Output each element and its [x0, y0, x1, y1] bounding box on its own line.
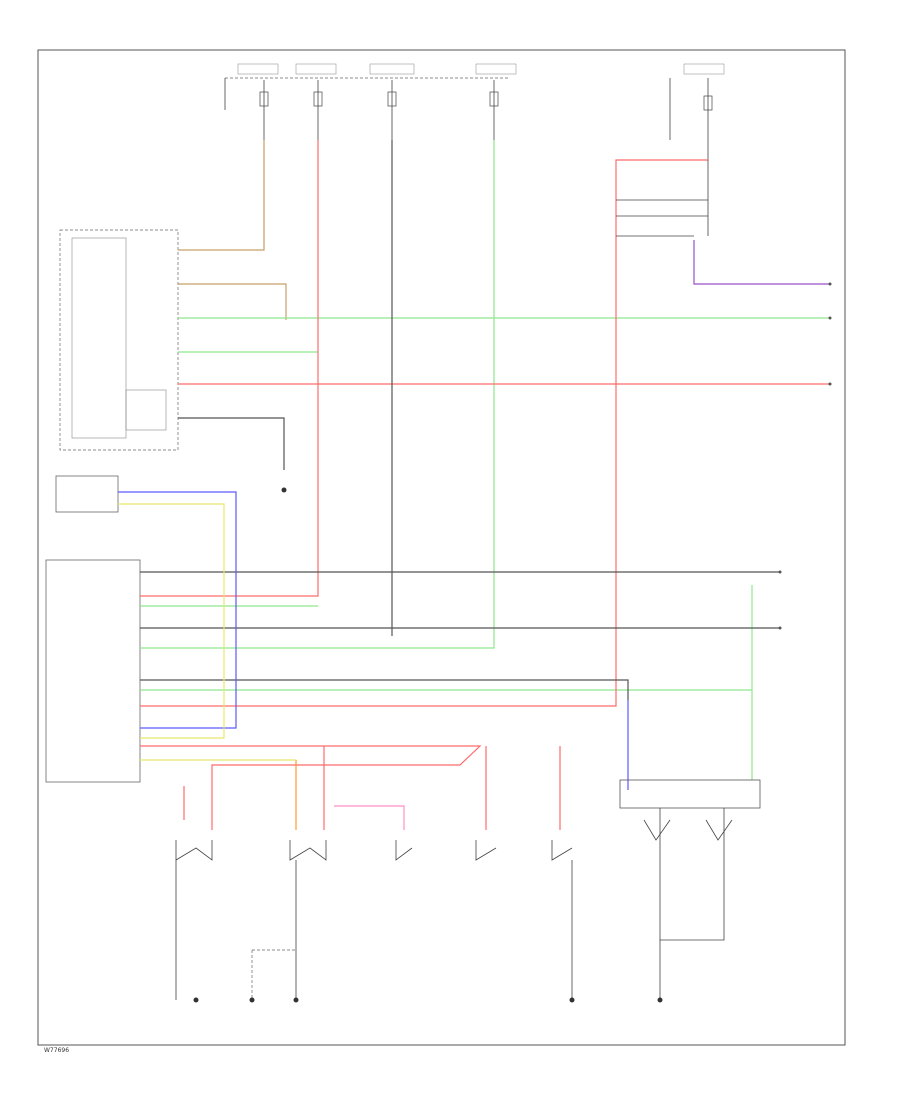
- wire-tan: [178, 140, 287, 320]
- smart-key-module: [59, 229, 179, 451]
- ground-icon: [249, 997, 255, 1003]
- switch-2: [251, 840, 327, 1000]
- ground-icon: [293, 997, 299, 1003]
- ground-icon: [657, 997, 663, 1003]
- door-module: [619, 779, 761, 941]
- wire-purple: [334, 240, 830, 830]
- relay: [616, 160, 709, 237]
- switch-3: [395, 840, 413, 861]
- ground-icon: [193, 997, 199, 1003]
- door-switches: [175, 819, 733, 1000]
- bcm-module: [45, 559, 141, 783]
- fuse-4: [475, 63, 517, 140]
- fuse-2: [295, 63, 337, 140]
- figure-code: W77696: [44, 1047, 69, 1054]
- fuse-1: [237, 63, 279, 140]
- wire-gray: [140, 140, 780, 700]
- switch-1: [175, 840, 213, 1000]
- wire-green-main: [140, 140, 830, 780]
- connector-dots: [778, 282, 832, 630]
- diagram-border: [37, 49, 846, 1046]
- fuse-5: [669, 63, 725, 160]
- ground-symbols: [193, 487, 663, 1003]
- wire-blue: [118, 491, 629, 790]
- ground-icon: [281, 487, 287, 493]
- fuse-3: [369, 63, 415, 140]
- wire-red-main: [140, 140, 830, 830]
- switch-4: [475, 840, 497, 861]
- ground-icon: [569, 997, 575, 1003]
- switch-5: [551, 840, 573, 1000]
- fuse-block: [224, 63, 725, 160]
- auto-light-sensor: [55, 475, 119, 513]
- switch-6: [643, 819, 733, 1000]
- wire-orange-yellow: [118, 503, 297, 830]
